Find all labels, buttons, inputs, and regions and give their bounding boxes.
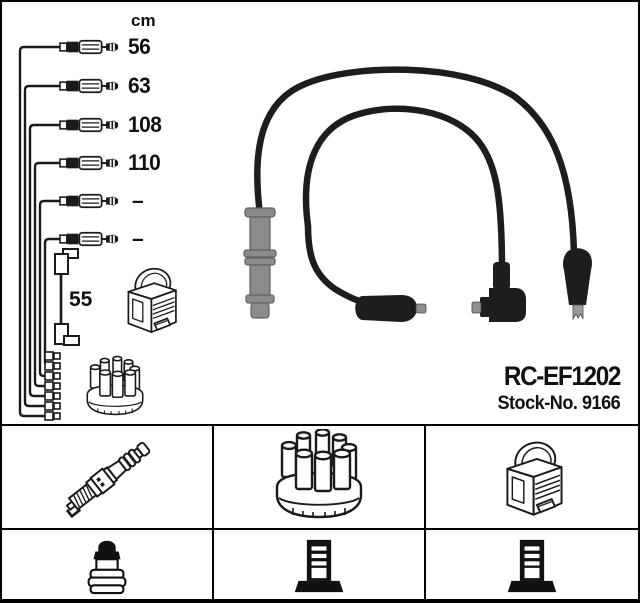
distributor-cap-drawing [86,355,144,416]
cable-row-6 [59,231,120,247]
black-straight-boot [563,248,592,321]
legend-cell-terminal-stud-1 [214,530,426,599]
component-legend-grid [2,424,638,601]
top-artwork [18,39,592,421]
cable-length-diagram [18,39,177,421]
metal-pin [415,303,427,314]
cable-row-3 [59,117,120,133]
legend-cell-distributor-cap [214,426,426,530]
ignition-cable-2-lower [304,222,374,308]
coil-wire-length: 55 [69,288,93,311]
cable-length-2: 63 [128,73,151,98]
cable-row-4 [59,155,120,171]
ignition-coil-drawing [127,267,177,334]
length-unit-header: cm [131,11,156,30]
terminal-sae-nut-icon [78,535,136,597]
ignition-cable-1 [254,66,578,258]
ignition-coil-icon [491,432,573,522]
coil-wire-drawing [54,248,80,346]
cable-length-5: – [132,188,144,213]
elbow-connector [471,262,526,322]
product-photo-cables [243,66,592,322]
cable-row-5 [59,193,120,209]
cable-length-6: – [132,226,144,251]
terminal-stud-icon [504,537,560,595]
legend-cell-ignition-coil [426,426,638,530]
cable-row-1 [59,39,120,55]
part-number: RC-EF1202 [503,361,622,391]
gray-spark-plug-boot [243,207,277,319]
ignition-cable-2 [302,105,506,274]
distributor-connector-stack [44,351,61,421]
cable-length-3: 108 [128,112,162,137]
legend-cell-terminal-sae [2,530,214,599]
metal-tip [471,301,482,314]
distributor-cap-icon [268,429,370,525]
cable-row-2 [59,78,120,94]
cable-length-4: 110 [128,150,161,175]
legend-cell-terminal-stud-2 [426,530,638,601]
cable-length-1: 56 [128,34,151,59]
metal-fork-terminal [572,304,584,321]
cable-bundle-wires [18,45,60,418]
legend-cell-spark-plug [2,426,214,530]
cone-connector [355,295,427,322]
stock-number: Stock-No. 9166 [497,393,620,414]
terminal-stud-icon [291,537,347,595]
spark-plug-icon [48,428,166,526]
